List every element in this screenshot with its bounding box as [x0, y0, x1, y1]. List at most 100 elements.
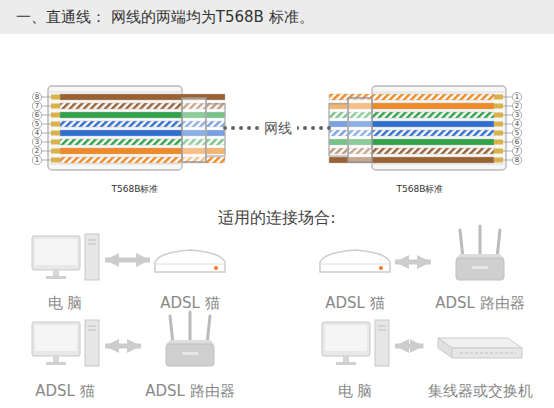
router-icon [189, 312, 192, 344]
node-label: ADSL 猫 [35, 382, 94, 400]
computer-icon [378, 326, 386, 327]
gold-contact [494, 158, 503, 163]
gold-contact [51, 140, 60, 145]
gold-contact [494, 95, 503, 163]
pin-ring [32, 101, 41, 110]
modem-icon [379, 266, 383, 270]
device: 电 脑 [25, 230, 105, 312]
modem-icon [155, 264, 225, 265]
node-label: ADSL 猫 [325, 294, 384, 312]
gold-contact [51, 104, 60, 109]
pin-number: 7 [35, 103, 39, 110]
modem-icon [155, 250, 225, 272]
node-label: T568B标准 [397, 184, 444, 195]
pin-ring [42, 142, 51, 143]
pin-ring [503, 160, 512, 161]
double-arrow [395, 344, 424, 349]
computer-icon [35, 325, 77, 351]
title: 一、直通线： 网线的两端均为T568B 标准。 [16, 8, 314, 26]
pin-number: 3 [35, 139, 39, 146]
pin-ring [503, 97, 512, 98]
pin-ring [32, 110, 41, 119]
pin-number: 5 [35, 121, 39, 128]
pin-ring [32, 119, 41, 128]
pin-ring [512, 137, 521, 146]
router-icon [460, 230, 463, 258]
pin-ring [512, 119, 521, 128]
switch-icon [438, 338, 522, 358]
pin-number: 8 [515, 157, 519, 164]
pin-number: 3 [515, 112, 519, 119]
gold-contact [51, 95, 60, 100]
computer-icon [88, 330, 96, 331]
computer-icon [53, 270, 59, 276]
device: 集线器或交换机 [424, 316, 537, 400]
pin-ring [42, 106, 51, 107]
device: 电 脑 [315, 316, 395, 400]
computer-icon [88, 240, 96, 241]
pin-ring [512, 92, 521, 101]
wire [329, 94, 494, 163]
router-icon [166, 344, 214, 366]
router-icon [479, 226, 482, 258]
router-icon [207, 316, 210, 344]
router-icon [166, 312, 214, 366]
computer-icon [378, 330, 386, 331]
pin-ring [32, 146, 41, 155]
wire [60, 94, 225, 163]
pin-number: 8 [35, 94, 39, 101]
gold-contact [51, 122, 60, 127]
modem-icon [155, 250, 225, 272]
rj45-plug-left [48, 92, 182, 93]
gold-contact [51, 149, 60, 154]
double-arrow [105, 258, 150, 263]
switch-icon [452, 348, 522, 358]
rj45-plug-right [372, 164, 506, 165]
gold-contact [494, 140, 503, 145]
gold-contact [494, 149, 503, 154]
modem-icon [320, 250, 390, 272]
pin-ring [503, 151, 512, 152]
pin-number: 1 [35, 157, 39, 164]
gold-contact [494, 113, 503, 118]
router-icon [170, 316, 173, 344]
pin-ring [32, 128, 41, 137]
gold-contact [494, 95, 503, 100]
pin-ring [503, 133, 512, 134]
double-arrow [105, 344, 141, 349]
computer-icon [35, 239, 77, 265]
pin-number: 4 [515, 121, 519, 128]
computer-icon [85, 234, 99, 280]
node-label: 电 脑 [338, 382, 373, 400]
pin-ring [32, 92, 41, 101]
pin-number: 2 [35, 148, 39, 155]
pin-ring [42, 97, 51, 98]
modem-icon [320, 264, 390, 265]
pin-ring [32, 155, 41, 164]
computer-icon [343, 356, 349, 362]
computer-icon [325, 325, 367, 351]
gold-contact [51, 113, 60, 118]
pin-number: 6 [35, 112, 39, 119]
rj45-plug: T568B标准 [45, 85, 225, 195]
pin-ring [42, 160, 51, 161]
pin-ring [512, 128, 521, 137]
rj45-plug-left [48, 86, 225, 170]
router-icon [497, 230, 500, 258]
computer-icon [32, 322, 80, 356]
rj45-plug-left [182, 98, 206, 162]
switch-icon [460, 353, 516, 354]
pin-number: 2 [515, 103, 519, 110]
computer-icon [88, 326, 96, 327]
device: ADSL 路由器 [141, 316, 239, 400]
pin-ring [512, 101, 521, 110]
pin-ring [42, 133, 51, 134]
computer-icon [53, 356, 59, 362]
gold-contact [494, 104, 503, 109]
router-icon [456, 226, 504, 280]
pin-ring [42, 124, 51, 125]
switch-icon [438, 338, 452, 358]
double-arrow [395, 260, 431, 265]
